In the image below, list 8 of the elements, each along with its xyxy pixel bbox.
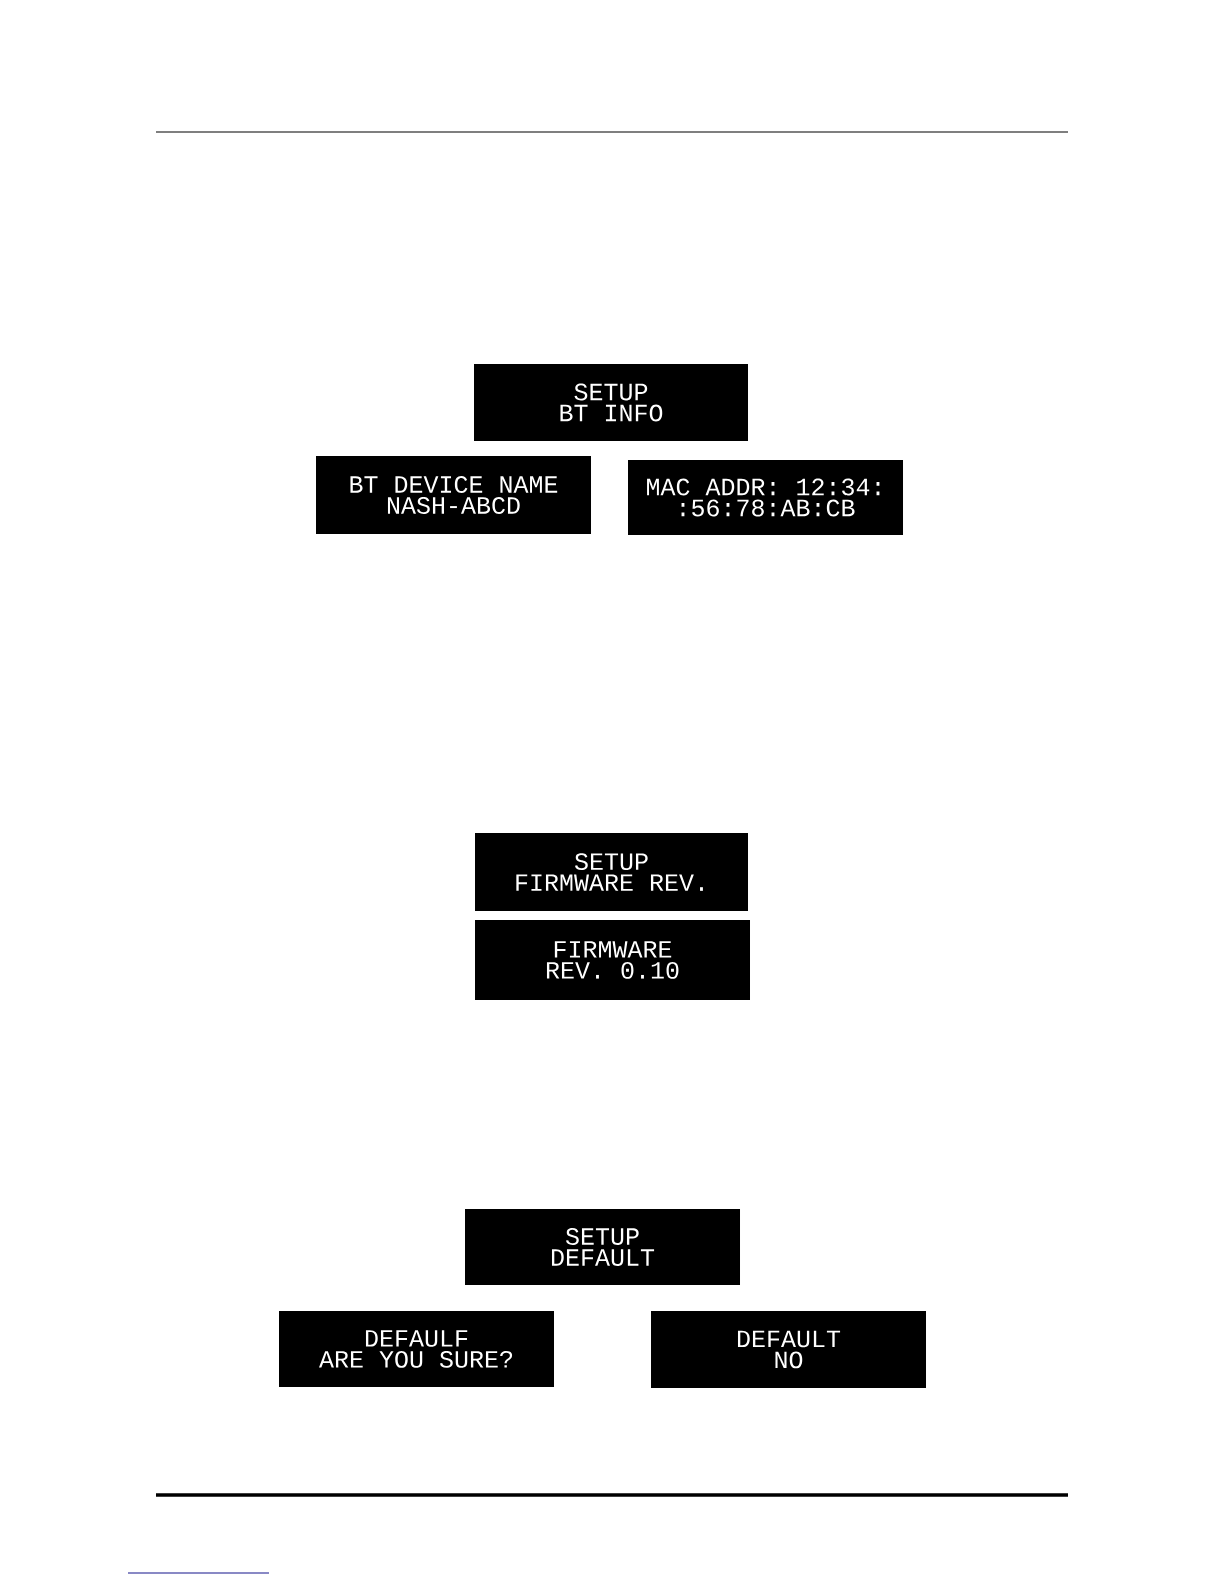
display-screen: SETUP FIRMWARE REV. <box>475 833 748 911</box>
display-screen: SETUP DEFAULT <box>465 1209 740 1285</box>
display-screen: BT DEVICE NAME NASH-ABCD <box>316 456 591 534</box>
display-screen: MAC ADDR: 12:34: :56:78:AB:CB <box>628 460 903 535</box>
display-screen: SETUP BT INFO <box>474 364 748 441</box>
display-screen: DEFAULT NO <box>651 1311 926 1388</box>
display-screen: FIRMWARE REV. 0.10 <box>475 920 750 1000</box>
display-screen: DEFAULF ARE YOU SURE? <box>279 1311 554 1387</box>
